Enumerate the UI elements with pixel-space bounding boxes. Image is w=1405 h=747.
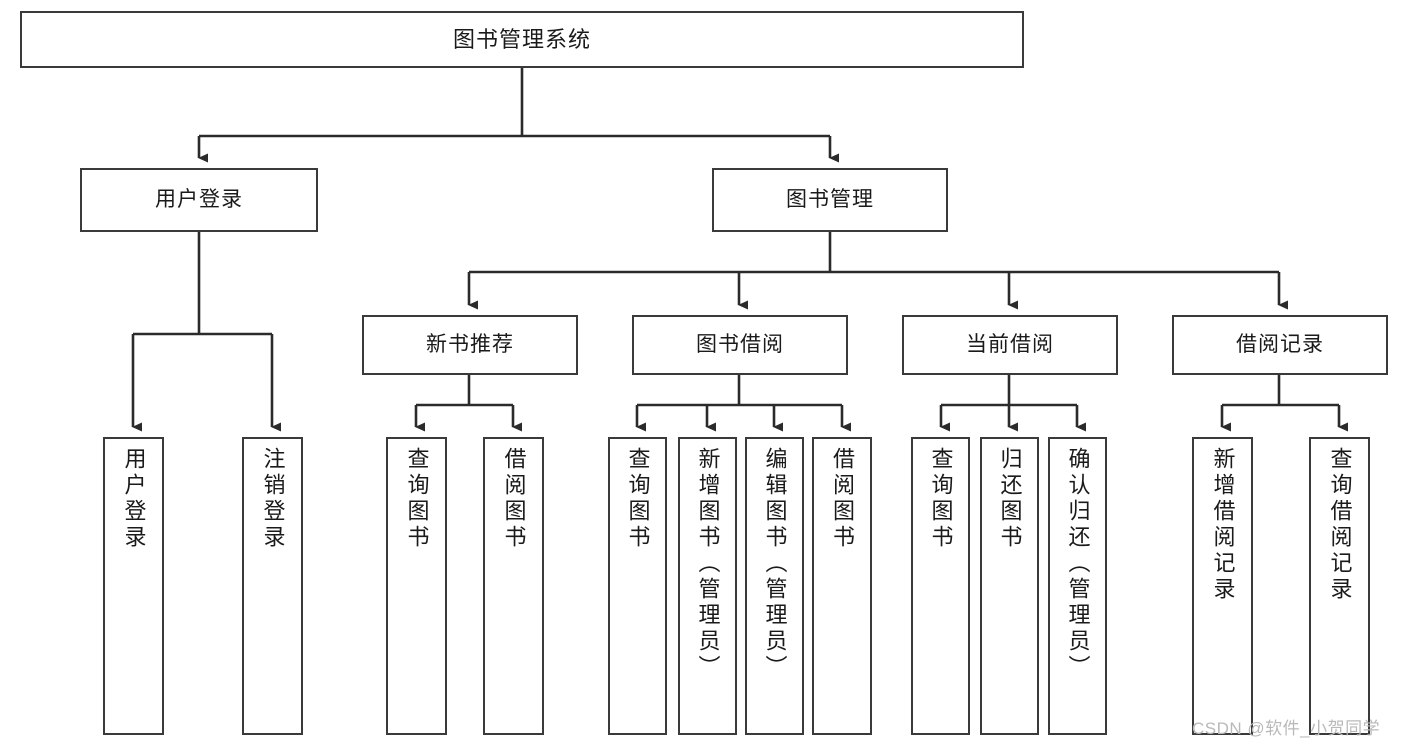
node-label: 确认归还（管理员） [1065, 447, 1091, 681]
node-label: 借阅图书 [830, 447, 855, 551]
node-new-book-recommend[interactable]: 新书推荐 [362, 315, 578, 375]
node-book-borrow[interactable]: 图书借阅 [632, 315, 848, 375]
node-root-book-management-system[interactable]: 图书管理系统 [20, 11, 1024, 68]
leaf-user-login[interactable]: 用户登录 [103, 437, 164, 735]
leaf-edit-book-admin[interactable]: 编辑图书（管理员） [745, 437, 804, 735]
node-label: 借阅图书 [501, 447, 527, 551]
node-label: 查询借阅记录 [1327, 447, 1353, 603]
node-label: 编辑图书（管理员） [762, 447, 788, 681]
watermark-text: CSDN @软件_小贺同学 [1192, 719, 1381, 738]
leaf-add-book-admin[interactable]: 新增图书（管理员） [678, 437, 737, 735]
leaf-borrow-book-new[interactable]: 借阅图书 [483, 437, 544, 735]
node-label: 用户登录 [121, 447, 147, 551]
node-label: 图书管理 [786, 187, 874, 211]
node-label: 新书推荐 [426, 332, 514, 356]
leaf-confirm-return-admin[interactable]: 确认归还（管理员） [1048, 437, 1107, 735]
leaf-query-book-borrow[interactable]: 查询图书 [608, 437, 667, 735]
leaf-logout[interactable]: 注销登录 [242, 437, 303, 735]
node-label: 查询图书 [404, 447, 430, 551]
leaf-add-borrow-record[interactable]: 新增借阅记录 [1192, 437, 1253, 735]
leaf-query-book-new[interactable]: 查询图书 [386, 437, 447, 735]
node-book-management[interactable]: 图书管理 [712, 168, 948, 232]
node-label: 用户登录 [155, 187, 243, 211]
node-label: 新增借阅记录 [1210, 447, 1236, 603]
leaf-query-book-current[interactable]: 查询图书 [911, 437, 970, 735]
node-label: 借阅记录 [1236, 332, 1324, 356]
node-label: 图书借阅 [696, 332, 784, 356]
node-label: 归还图书 [997, 447, 1023, 551]
node-label: 注销登录 [260, 447, 286, 551]
node-label: 新增图书（管理员） [695, 447, 721, 681]
node-label: 图书管理系统 [452, 26, 591, 52]
leaf-return-book[interactable]: 归还图书 [980, 437, 1039, 735]
node-user-login[interactable]: 用户登录 [80, 168, 318, 232]
leaf-borrow-book[interactable]: 借阅图书 [812, 437, 872, 735]
leaf-query-borrow-record[interactable]: 查询借阅记录 [1309, 437, 1370, 735]
node-label: 当前借阅 [966, 332, 1054, 356]
node-current-borrow[interactable]: 当前借阅 [902, 315, 1118, 375]
node-borrow-record[interactable]: 借阅记录 [1172, 315, 1388, 375]
node-label: 查询图书 [928, 447, 954, 551]
node-label: 查询图书 [625, 447, 651, 551]
